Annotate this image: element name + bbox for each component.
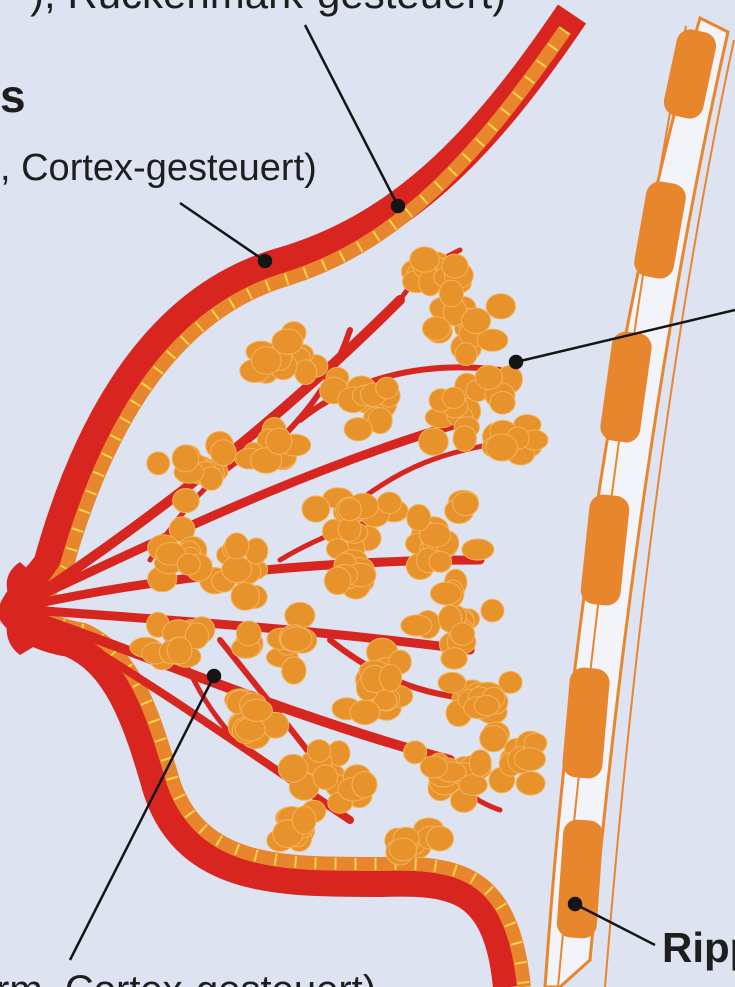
gland-lobule — [147, 452, 170, 475]
gland-lobule — [438, 672, 466, 693]
gland-lobule — [486, 294, 515, 319]
label-bottom-cut: rm, Cortex-gesteuert) — [0, 968, 376, 987]
gland-lobule — [172, 445, 199, 472]
gland-lobule — [285, 602, 315, 628]
gland-lobule — [439, 280, 463, 307]
gland-lobule — [490, 392, 515, 415]
leader-dot — [208, 670, 220, 682]
leader-dot — [510, 356, 522, 368]
gland-lobule — [231, 583, 259, 611]
leader-dot — [259, 255, 271, 267]
gland-lobule — [462, 539, 494, 560]
gland-lobule — [419, 428, 449, 455]
gland-lobule — [177, 554, 200, 575]
gland-lobule — [280, 627, 312, 652]
gland-lobule — [480, 726, 508, 752]
gland-lobule — [302, 496, 330, 522]
gland-lobule — [167, 637, 192, 664]
gland-lobule — [474, 695, 499, 715]
gland-lobule — [225, 533, 249, 559]
gland-lobule — [313, 765, 338, 790]
gland-lobule — [516, 772, 545, 796]
rib-segment — [556, 819, 604, 940]
label-top-cut: ), Rückenmark-gesteuert) — [30, 0, 506, 17]
gland-lobule — [278, 754, 307, 782]
label-rib: Ripp — [662, 924, 735, 971]
gland-lobule — [410, 247, 440, 272]
gland-lobule — [420, 756, 447, 778]
gland-lobule — [338, 498, 361, 521]
gland-lobule — [407, 505, 431, 531]
gland-lobule — [376, 377, 399, 398]
gland-lobule — [211, 440, 237, 466]
leader-dot — [569, 898, 581, 910]
gland-lobule — [469, 750, 491, 777]
gland-lobule — [455, 343, 477, 366]
gland-lobule — [242, 699, 273, 721]
gland-lobule — [237, 621, 262, 646]
gland-lobule — [426, 826, 453, 851]
gland-lobule — [442, 254, 468, 278]
gland-lobule — [486, 434, 518, 461]
gland-lobule — [441, 648, 467, 669]
gland-lobule — [475, 365, 502, 389]
gland-lobule — [266, 428, 292, 454]
gland-lobule — [401, 615, 432, 636]
leader-dot — [392, 200, 404, 212]
rib-cage — [545, 18, 734, 987]
leader-line-skin-cortex — [180, 203, 265, 261]
gland-lobule — [295, 360, 317, 385]
gland-lobule — [453, 492, 479, 516]
gland-lobule — [442, 387, 465, 408]
label-heading-cut: s — [0, 70, 26, 122]
gland-lobule — [222, 556, 252, 582]
gland-lobule — [481, 599, 504, 622]
gland-lobule — [324, 567, 351, 595]
gland-lobule — [389, 838, 417, 861]
gland-lobule — [352, 772, 377, 798]
gland-lobule — [462, 308, 491, 334]
gland-lobule — [453, 426, 476, 452]
gland-lobule — [377, 492, 401, 513]
gland-lobule — [282, 657, 306, 684]
gland-lobule — [380, 664, 402, 691]
gland-lobule — [307, 740, 330, 762]
gland-lobule — [350, 700, 380, 724]
gland-lobule — [344, 418, 372, 441]
leader-line-skin-top — [305, 25, 398, 206]
gland-lobule — [173, 489, 200, 513]
gland-lobule — [292, 806, 316, 834]
gland-lobule — [251, 347, 281, 374]
gland-lobule — [423, 317, 451, 341]
gland-lobule — [429, 551, 452, 572]
label-cortex: , Cortex-gesteuert) — [0, 147, 317, 189]
gland-lobule — [514, 748, 545, 771]
gland-lobule — [451, 623, 475, 646]
gland-lobule — [431, 582, 462, 605]
